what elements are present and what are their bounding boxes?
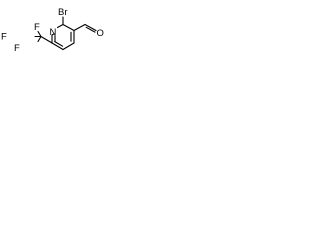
- substituent-bonds: [34, 16, 97, 44]
- fluorine-top-label: F: [34, 22, 40, 33]
- bond-c6-cf3: [40, 35, 53, 44]
- bond-c2-n-link: [51, 33, 55, 36]
- bromine-label: Br: [58, 7, 68, 18]
- bond-c4-c5: [62, 42, 75, 51]
- bond-cho-o-double: [85, 26, 96, 33]
- bond-cho-o: [84, 23, 97, 32]
- bond-cf3-f-bottom: [37, 35, 42, 43]
- oxygen-label: O: [97, 28, 104, 39]
- bond-n1-c2: [56, 23, 64, 29]
- fluorine-left-label: F: [1, 32, 7, 43]
- bond-c5-c6: [51, 42, 64, 51]
- bond-c3-cho: [73, 23, 86, 32]
- pyridine-ring: [51, 23, 75, 51]
- atom-labels: Br N O F F F: [1, 7, 104, 54]
- bond-c2-c3: [62, 23, 75, 32]
- chemical-structure: Br N O F F F: [1, 7, 104, 54]
- fluorine-bottom-label: F: [14, 43, 20, 54]
- bond-c5-c6-inner: [54, 40, 64, 47]
- nitrogen-label: N: [50, 27, 57, 38]
- bond-cf3-f-top: [37, 30, 42, 38]
